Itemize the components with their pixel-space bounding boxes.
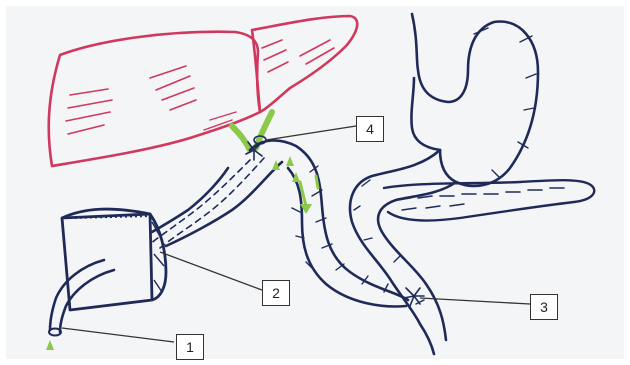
label-3: 3: [530, 294, 558, 320]
liver-right-lobe: [49, 32, 260, 166]
loop-upper-bend: [250, 140, 408, 300]
label-2: 2: [262, 280, 290, 306]
loop-lower-bend: [288, 168, 406, 306]
label-4: 4: [356, 116, 384, 142]
exit-drop: [46, 340, 54, 350]
leader-2: [160, 252, 262, 290]
flow-arrow: [316, 176, 318, 188]
label-1: 1: [176, 334, 204, 360]
stomach: [411, 14, 538, 186]
duodenum: [350, 150, 456, 354]
left-hepatic-duct: [232, 126, 250, 150]
bile-ducts: [232, 112, 272, 150]
jejunal-stump: [62, 209, 166, 310]
leader-4: [266, 126, 356, 140]
bile-drop: [286, 156, 294, 166]
leader-1: [62, 328, 174, 342]
liver-left-lobe: [252, 16, 357, 112]
liver: [49, 16, 358, 166]
pancreas: [384, 180, 594, 220]
dashed-duct: [150, 158, 264, 248]
